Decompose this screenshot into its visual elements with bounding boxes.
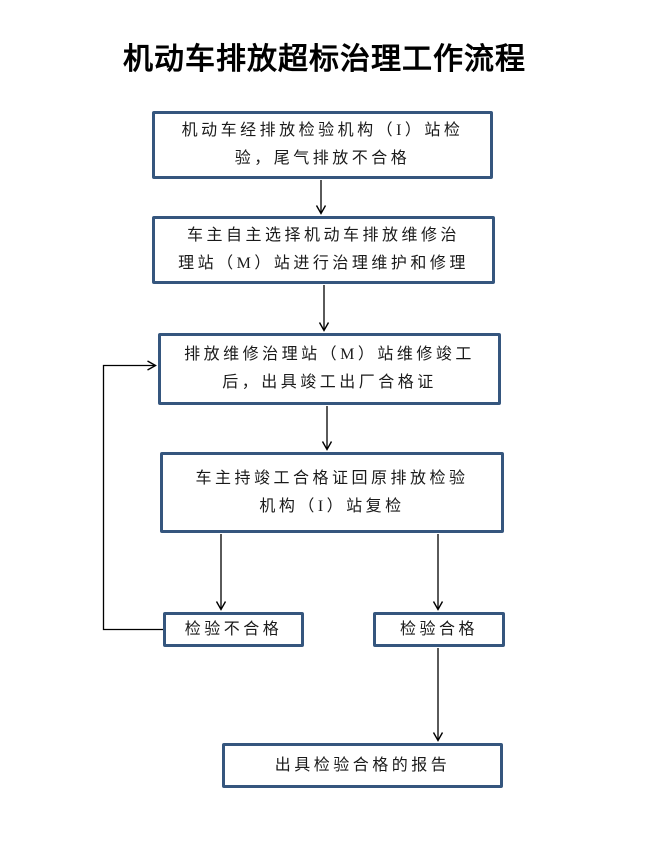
flow-node-inspection-failed-label: 检验不合格	[184, 620, 283, 638]
flow-node-inspection-passed: 检验合格	[373, 612, 505, 647]
flow-node-choose-repair-station-label: 车主自主选择机动车排放维修治 理站（M）站进行治理维护和修理	[178, 227, 469, 272]
flow-node-initial-inspection-label: 机动车经排放检验机构（I）站检 验，尾气排放不合格	[181, 122, 464, 167]
flow-node-inspection-failed: 检验不合格	[163, 612, 304, 647]
flow-node-recheck: 车主持竣工合格证回原排放检验 机构（I）站复检	[160, 452, 504, 533]
diagram-title: 机动车排放超标治理工作流程	[123, 43, 526, 76]
flow-node-issue-report: 出具检验合格的报告	[222, 743, 503, 788]
arrow-fail-loop-to-repair	[102, 360, 163, 631]
flow-node-choose-repair-station: 车主自主选择机动车排放维修治 理站（M）站进行治理维护和修理	[152, 216, 495, 284]
flow-node-repair-completed-label: 排放维修治理站（M）站维修竣工 后，出具竣工出厂合格证	[184, 346, 475, 391]
flow-node-repair-completed: 排放维修治理站（M）站维修竣工 后，出具竣工出厂合格证	[158, 333, 501, 405]
flow-node-issue-report-label: 出具检验合格的报告	[274, 756, 451, 774]
flow-node-recheck-label: 车主持竣工合格证回原排放检验 机构（I）站复检	[195, 469, 469, 515]
flow-node-inspection-passed-label: 检验合格	[399, 620, 478, 638]
flow-node-initial-inspection: 机动车经排放检验机构（I）站检 验，尾气排放不合格	[152, 111, 493, 179]
